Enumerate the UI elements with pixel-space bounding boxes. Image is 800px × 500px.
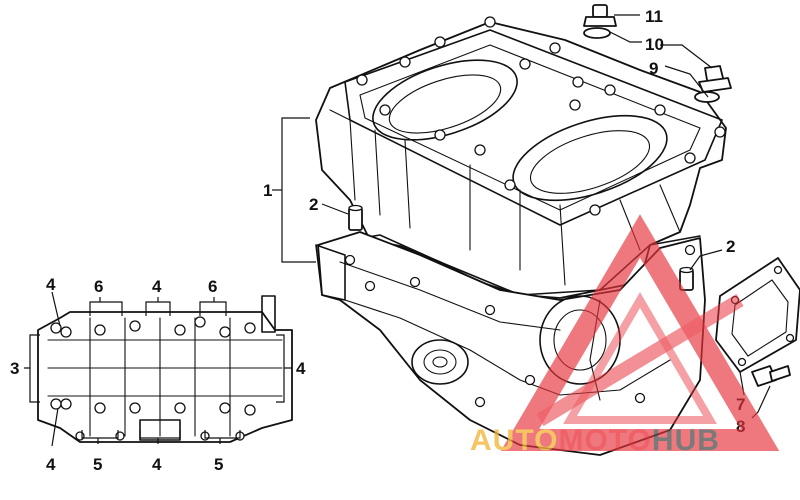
- callout-4-top-center: 4: [152, 277, 162, 296]
- bearing-seat-right: [539, 295, 621, 385]
- lower-bolt-holes: [344, 244, 696, 408]
- callout-5-right: 5: [214, 455, 223, 474]
- watermark-hub: HUB: [652, 424, 720, 457]
- callout-2-right: 2: [726, 237, 735, 256]
- watermark-auto: AUTO: [470, 424, 558, 457]
- watermark-moto: MOTO: [558, 424, 651, 457]
- cylinder-bore-left-inner: [388, 74, 502, 134]
- callout-1: 1: [263, 181, 272, 200]
- callout-10: 10: [645, 35, 664, 54]
- gasket-bolt: [751, 365, 791, 387]
- callout-6-left: 6: [94, 277, 103, 296]
- callout-4-bottom-left: 4: [46, 455, 56, 474]
- watermark: AUTOMOTOHUB: [470, 214, 780, 457]
- svg-text:AUTOMOTOHUB: AUTOMOTOHUB: [470, 424, 720, 457]
- callout-4-top-left: 4: [46, 275, 56, 294]
- cylinder-bore-right-inner: [529, 130, 651, 194]
- callout-3: 3: [10, 359, 19, 378]
- callout-6-right: 6: [208, 277, 217, 296]
- watermark-triangle-logo: [500, 214, 780, 451]
- dowel-pin-right: [679, 266, 694, 291]
- washer-10: [583, 27, 611, 39]
- crankcase-assembly: [315, 16, 727, 456]
- callout-4-right: 4: [296, 359, 306, 378]
- cylinder-bore-left: [372, 59, 518, 141]
- callout-9: 9: [649, 59, 658, 78]
- fitting-11: [583, 4, 617, 39]
- callout-2-left: 2: [309, 195, 318, 214]
- crankcase-bottom-view: [37, 295, 293, 443]
- plug-9: [694, 65, 732, 103]
- callout-11: 11: [645, 7, 663, 26]
- cover-gasket: [715, 257, 800, 373]
- deck-bolt-holes: [356, 16, 726, 216]
- top-deck-inner: [359, 44, 701, 211]
- callout-4-bottom-center: 4: [152, 455, 162, 474]
- leader-lines: [24, 14, 771, 447]
- dowel-pin-left: [348, 204, 363, 231]
- bearing-seat-left: [411, 339, 469, 385]
- callout-5-left: 5: [93, 455, 102, 474]
